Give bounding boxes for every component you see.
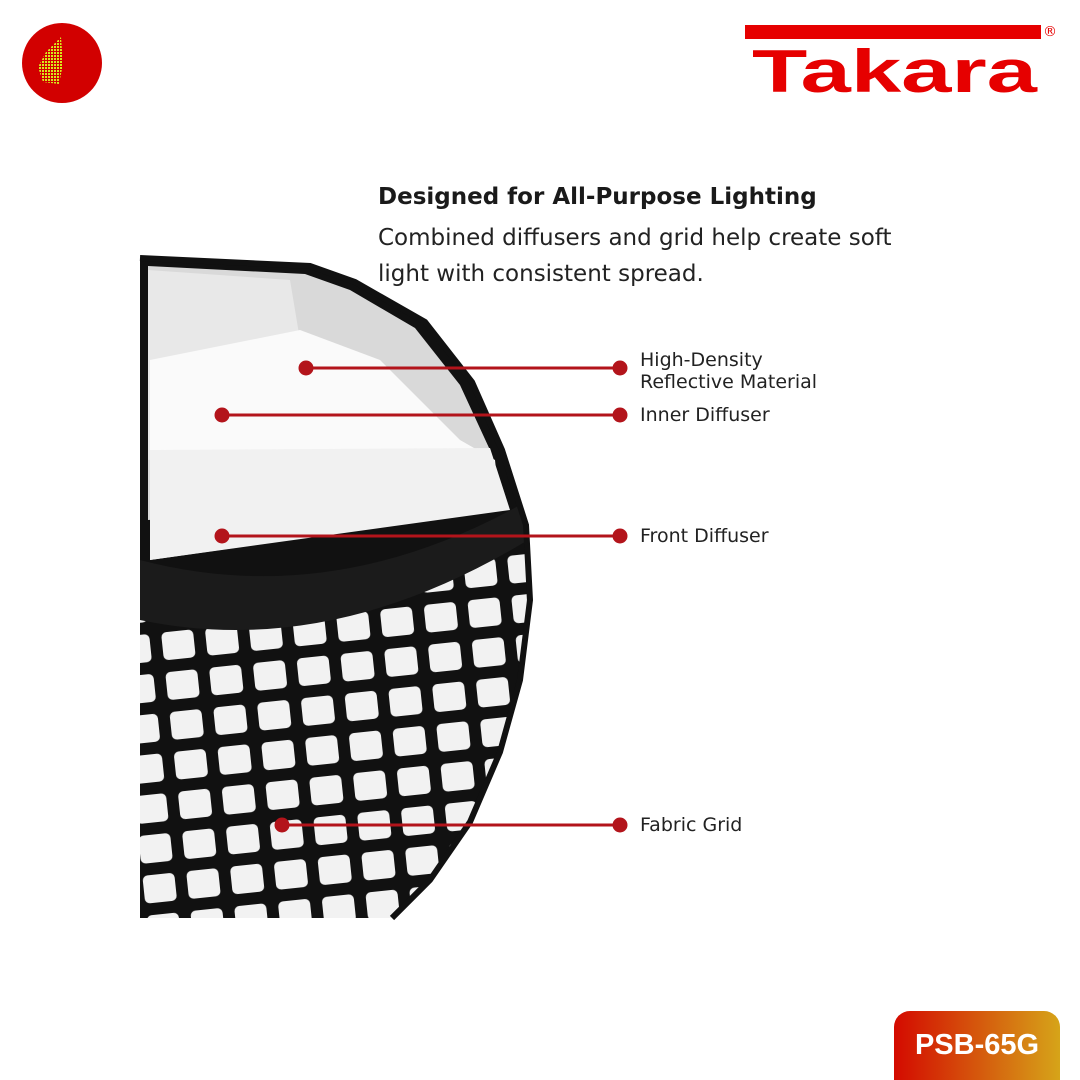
heading: Designed for All-Purpose Lighting: [378, 184, 817, 210]
callout-front-diffuser: Front Diffuser: [640, 525, 769, 547]
callout-label: Reflective Material: [640, 371, 818, 393]
callout-fabric-grid: Fabric Grid: [640, 814, 743, 836]
model-badge: PSB-65G: [894, 1011, 1060, 1080]
brand-name: Takara: [752, 38, 1038, 98]
registered-mark: ®: [1043, 24, 1057, 40]
store-logo: [22, 23, 102, 103]
subheading: Combined diffusers and grid help create …: [378, 225, 892, 287]
callout-inner-diffuser: Inner Diffuser: [640, 404, 770, 426]
takara-logo: Takara ®: [745, 24, 1057, 98]
callout-reflective-material: High-Density Reflective Material: [640, 349, 817, 393]
callout-label: High-Density: [640, 349, 763, 371]
